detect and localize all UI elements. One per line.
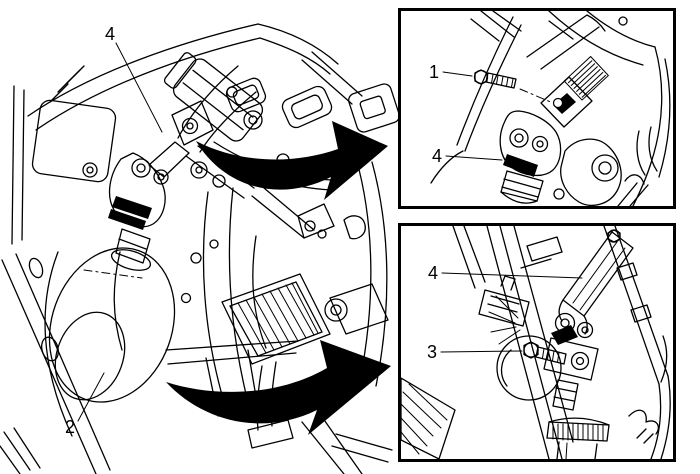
- leader-line: [77, 372, 105, 422]
- upper-universal-joint: [499, 76, 593, 204]
- lower-clamp-bolt-icon: [523, 341, 567, 365]
- intermediate-shaft: [543, 231, 634, 459]
- frame-diagonals: [452, 226, 574, 459]
- callout-label: 4: [428, 263, 438, 283]
- callout-4-lower: 4: [428, 263, 583, 283]
- detail-arrow-top-icon: [196, 121, 388, 200]
- dash-cowl-structure: [11, 23, 363, 245]
- detail-panel-lower: 4 3: [398, 223, 676, 462]
- callout-4-main: 4: [105, 24, 163, 133]
- steering-column-shroud: [163, 52, 264, 153]
- fender-background: [553, 138, 649, 206]
- right-support-structure: [165, 153, 393, 474]
- leader-line: [445, 155, 503, 161]
- intermediate-shaft-upper-joint: [108, 100, 214, 271]
- cowl-background: [430, 11, 671, 206]
- pinch-bolt-icon: [473, 69, 554, 104]
- callout-label: 3: [427, 342, 437, 362]
- lower-detail-illustration: 4 3: [401, 226, 671, 459]
- firewall-lines: [0, 251, 111, 474]
- leader-line: [441, 272, 583, 279]
- column-tube: [526, 14, 606, 70]
- detail-panel-upper: 1 4: [398, 8, 676, 209]
- shaft-splines: [563, 55, 609, 101]
- detail-arrow-bottom-icon: [166, 340, 391, 435]
- leader-line: [442, 71, 473, 77]
- main-illustration: 4 2: [0, 23, 398, 474]
- upper-mount-bracket: [225, 77, 398, 133]
- leader-line: [440, 350, 523, 353]
- upper-detail-illustration: 1 4: [429, 11, 671, 206]
- callout-label: 4: [432, 146, 442, 166]
- callout-label: 1: [429, 62, 439, 82]
- right-panel-structure: [603, 226, 671, 459]
- left-bracket: [28, 99, 117, 279]
- steering-column-boot: [48, 247, 176, 403]
- leader-line: [115, 42, 163, 133]
- pedal-pad: [221, 273, 331, 365]
- callout-3-lower: 3: [427, 342, 523, 362]
- callout-1-upper: 1: [429, 62, 473, 82]
- callout-label: 2: [65, 417, 75, 437]
- callout-4-upper: 4: [432, 146, 503, 166]
- callout-2-main: 2: [65, 372, 105, 437]
- firewall-grommet: [401, 275, 562, 459]
- callout-label: 4: [105, 24, 115, 44]
